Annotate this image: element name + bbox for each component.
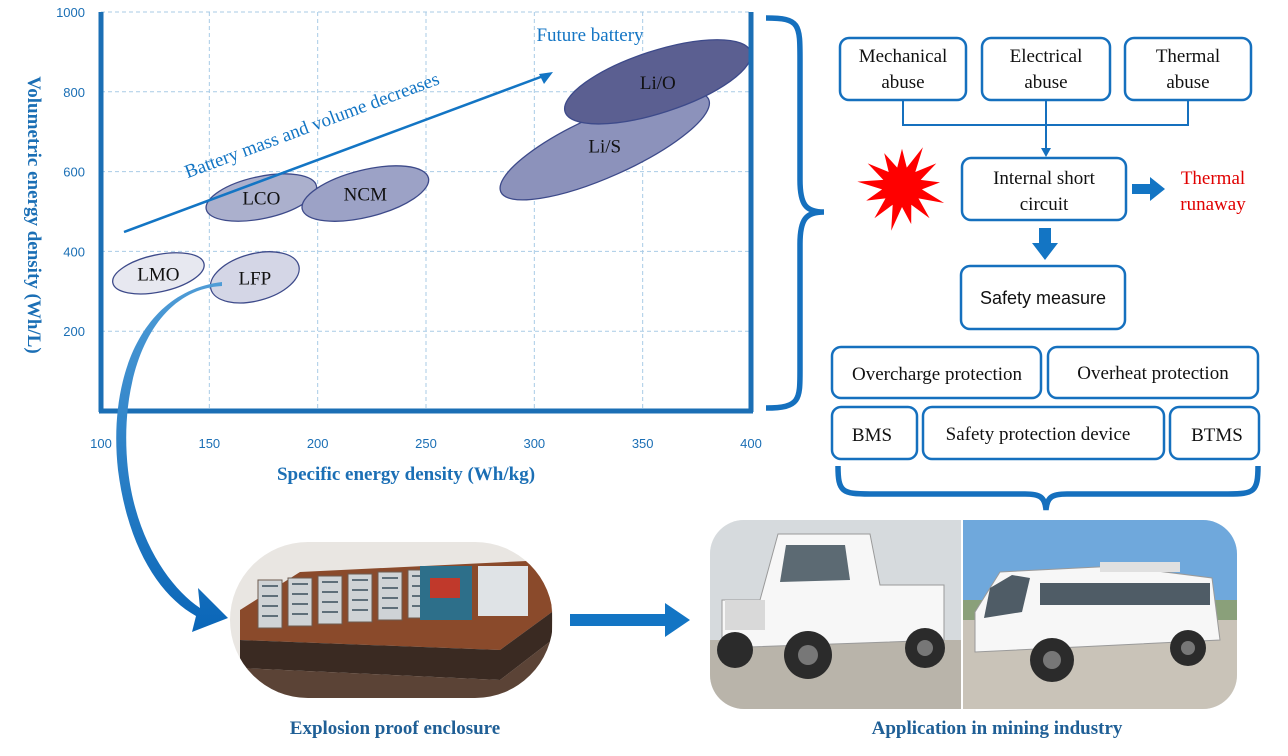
to-runaway-arrow [1132, 177, 1165, 201]
cell-block [257, 579, 283, 629]
region-lis-label: Li/S [588, 137, 621, 158]
overheat-protection-box [1046, 345, 1260, 400]
y-axis-label: Volumetric energy density (Wh/L) [23, 76, 44, 353]
safety-protection-device-label: Safety protection device [946, 424, 1131, 445]
cell-block [317, 575, 343, 625]
x-tick-label: 200 [307, 436, 329, 451]
battery-cells [257, 569, 433, 629]
x-tick-labels: 100 150 200 250 300 350 400 [90, 436, 762, 451]
y-tick-label: 200 [63, 324, 85, 339]
region-lco [205, 173, 318, 222]
safety-protection-device-box [921, 405, 1166, 461]
right-brace [765, 15, 825, 411]
cell-block [377, 571, 403, 621]
x-tick-label: 350 [632, 436, 654, 451]
btms-label: BTMS [1191, 425, 1243, 446]
x-tick-label: 300 [523, 436, 545, 451]
starburst-icon [857, 147, 945, 231]
enclosure-caption: Explosion proof enclosure [290, 718, 500, 739]
x-axis-label: Specific energy density (Wh/kg) [277, 464, 535, 485]
region-lmo [112, 252, 205, 295]
region-ncm [301, 165, 430, 222]
y-tick-label: 400 [63, 244, 85, 259]
curved-arrow-to-enclosure [116, 282, 228, 632]
btms-box [1168, 405, 1261, 461]
x-tick-label: 250 [415, 436, 437, 451]
explosion-proof-enclosure-photo [230, 542, 553, 698]
trend-arrow-head [539, 72, 553, 84]
to-mining-arrow [570, 603, 690, 637]
region-lfp [209, 251, 300, 304]
cell-block [287, 577, 313, 627]
x-tick-label: 150 [198, 436, 220, 451]
bottom-brace [835, 465, 1261, 511]
safety-measure-label: Safety measure [980, 288, 1106, 308]
y-tick-label: 600 [63, 165, 85, 180]
x-tick-label: 100 [90, 436, 112, 451]
future-battery-annotation: Future battery [536, 25, 644, 46]
bms-box [830, 405, 919, 461]
y-tick-label: 1000 [56, 5, 85, 20]
y-tick-labels: 200 400 600 800 1000 [56, 5, 85, 339]
mining-vehicles-photo [710, 520, 1237, 709]
to-safety-arrow [1032, 228, 1058, 260]
mining-caption: Application in mining industry [872, 718, 1123, 739]
bms-label: BMS [852, 425, 892, 446]
safety-measure-box [959, 264, 1127, 331]
overcharge-protection-box [830, 345, 1043, 400]
region-ncm-label: NCM [344, 185, 387, 206]
y-tick-label: 800 [63, 85, 85, 100]
region-lfp-label: LFP [238, 268, 271, 289]
cell-block [347, 573, 373, 623]
overcharge-protection-label: Overcharge protection [852, 364, 1023, 385]
trend-arrow [123, 73, 547, 234]
abuse-to-isc-arrowhead [1041, 148, 1051, 157]
internal-short-circuit-box [960, 156, 1128, 222]
battery-regions: LMO LFP LCO NCM Li/S Li/O [112, 39, 752, 304]
region-lio-label: Li/O [640, 73, 676, 94]
overheat-protection-label: Overheat protection [1077, 363, 1229, 384]
x-tick-label: 400 [740, 436, 762, 451]
region-lmo-label: LMO [137, 264, 179, 285]
energy-density-chart: LMO LFP LCO NCM Li/S Li/O 100 150 200 250 300 350 4… [23, 5, 762, 485]
region-lco-label: LCO [242, 189, 280, 210]
